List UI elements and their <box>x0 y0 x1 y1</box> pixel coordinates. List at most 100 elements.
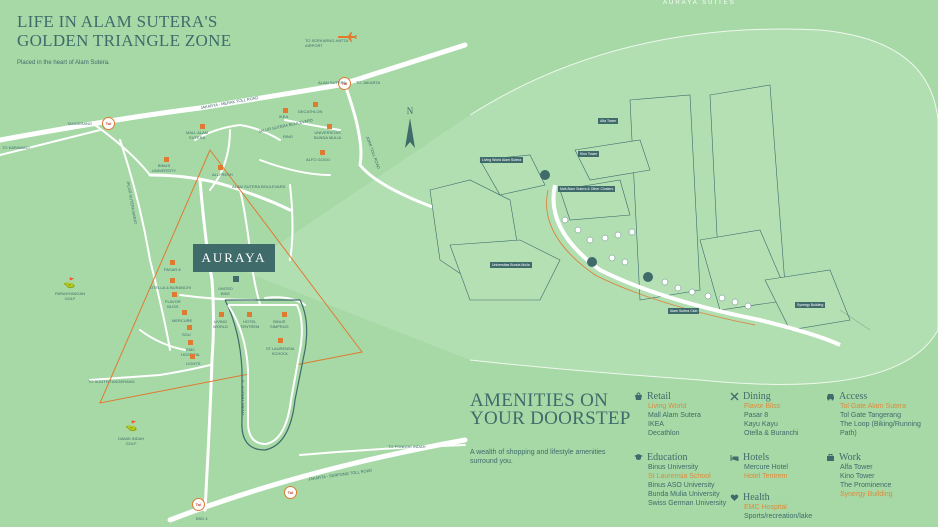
amenities-description: A wealth of shopping and lifestyle ameni… <box>470 449 606 465</box>
walk-marker-3 <box>643 272 653 282</box>
place-marker <box>278 338 283 343</box>
category-hotels: Hotels Mercure Hotel Hotel Tentrem <box>730 452 788 481</box>
amenity-item: Swiss German University <box>648 500 727 507</box>
auraya-highlight-label[interactable]: AURAYA <box>193 244 275 272</box>
page-subtitle: Placed in the heart of Alam Sutera. <box>17 60 110 66</box>
auraya-location-marker <box>233 276 239 282</box>
category-name: Education <box>647 452 688 463</box>
category-retail: Retail Living World Mall Alam Sutera IKE… <box>634 391 701 438</box>
amenity-item: The Loop (Biking/Running <box>840 421 921 428</box>
graduation-cap-icon <box>634 453 643 462</box>
road-label-bsd: BSD 4 <box>196 516 208 521</box>
amenity-item: Mercure Hotel <box>744 464 788 471</box>
place-marker <box>320 150 325 155</box>
road-label-sutera-prima: JL. SUTERA PRIMA <box>240 379 246 416</box>
amenity-item: Bunda Mulia University <box>648 491 720 498</box>
category-name: Access <box>839 391 868 402</box>
category-name: Retail <box>647 391 671 402</box>
tangerang-road <box>94 124 151 176</box>
golf-icon: ⛳ <box>125 421 138 432</box>
amenity-item: Tol Gate Tangerang <box>840 412 901 419</box>
place-marker <box>170 278 175 283</box>
site-tag: Kino Tower <box>578 151 600 157</box>
place-marker <box>172 292 177 297</box>
amenity-item: Hotel Tentrem <box>744 473 788 480</box>
site-tag: Mall Alam Sutera & Other Clusters <box>558 186 616 192</box>
site-tag: Alam Sutera Club <box>668 308 700 314</box>
category-work: Work Alfa Tower Kino Tower The Prominenc… <box>826 452 893 499</box>
place-label-decathlon: DECATHLON <box>298 109 323 114</box>
the-loop-path <box>224 299 308 451</box>
golden-triangle <box>99 149 363 404</box>
place-label-mercure: MERCURE <box>172 318 193 323</box>
amenity-item: Synergy Building <box>840 491 893 498</box>
road-label-alam-sutera: ALAM SUTERA <box>318 80 347 85</box>
category-access: Access Tol Gate Alam Sutera Tol Gate Tan… <box>826 391 921 438</box>
amenity-item: Tol Gate Alam Sutera <box>840 403 907 410</box>
karawaci-road <box>0 129 101 156</box>
place-marker <box>247 312 252 317</box>
amenity-item: Kino Tower <box>840 473 875 480</box>
amenities-title-line1: AMENITIES ON <box>470 390 609 411</box>
place-label-pasar-8: PASAR 8 <box>164 267 181 272</box>
place-marker <box>170 260 175 265</box>
bed-icon <box>730 453 739 462</box>
amenity-item: Binus ASO University <box>648 482 715 489</box>
site-tag: Synergy Building <box>795 302 826 308</box>
place-marker <box>282 312 287 317</box>
place-marker <box>313 102 318 107</box>
jorr-toll-road <box>343 83 457 217</box>
tower-1 <box>629 94 701 301</box>
place-label-ring: RING <box>283 134 293 139</box>
amenity-item: IKEA <box>648 421 664 428</box>
svg-text:N: N <box>407 106 414 116</box>
amenity-item: Alfa Tower <box>840 464 873 471</box>
cutlery-icon <box>730 392 739 401</box>
place-label-ikea: IKEA <box>279 114 289 119</box>
toll-gate-tangerang: Tol <box>102 117 115 130</box>
page-title-line1: LIFE IN ALAM SUTERA'S <box>17 12 218 31</box>
road-label-tangerang: TANGERANG <box>67 121 93 126</box>
road-label-pondok-indah: TO PONDOK INDAH <box>388 444 426 449</box>
amenity-item: Flavor Bliss <box>744 403 781 410</box>
brand-label: AURAYA SUITES <box>663 0 736 6</box>
walk-marker-1 <box>540 170 550 180</box>
south-road <box>89 364 211 381</box>
category-name: Hotels <box>743 452 770 463</box>
category-name: Dining <box>743 391 771 402</box>
amenity-item: Kayu Kayu <box>744 421 778 428</box>
site-tag: Living World Alam Sutera <box>480 157 524 163</box>
amenity-item: Mall Alam Sutera <box>648 412 701 419</box>
amenity-item: Pasar 8 <box>744 412 769 419</box>
site-tag: Universitas Bunda Mulia <box>490 262 532 268</box>
toll-gate-alam-sutera: Tol <box>338 77 351 90</box>
place-label-otella: OTELLA & BURANCHI <box>150 285 191 290</box>
amenity-item: St Laurensia School <box>648 473 711 480</box>
category-name: Work <box>839 452 861 463</box>
place-label-alfo-gogo: ALFO GOGO <box>306 157 331 162</box>
walk-marker-2 <box>587 257 597 267</box>
place-marker <box>188 340 193 345</box>
place-marker <box>164 157 169 162</box>
category-name: Health <box>743 492 770 503</box>
page-title-line2: GOLDEN TRIANGLE ZONE <box>17 31 232 50</box>
amenity-item: Living World <box>648 403 687 410</box>
airplane-icon <box>338 32 357 42</box>
briefcase-icon <box>826 453 835 462</box>
golf-icon: ⛳ <box>63 278 76 289</box>
toll-gate-south: Tol <box>192 498 205 511</box>
place-marker <box>187 325 192 330</box>
place-label-lights: LIGHTS <box>186 361 201 366</box>
heart-icon <box>730 493 739 502</box>
place-marker <box>190 354 195 359</box>
